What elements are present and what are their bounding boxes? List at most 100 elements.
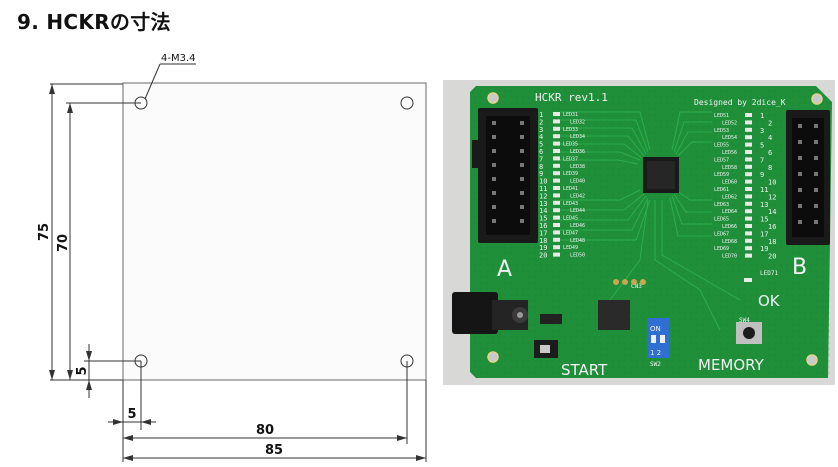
page-title: 9. HCKRの寸法 [17,10,171,34]
led-left-component [553,112,560,116]
ok-label: OK [758,292,781,310]
svg-text:LED71: LED71 [760,270,778,277]
led-right-component [745,238,752,243]
led-right-component [745,216,752,221]
led-left-label: LED48 [570,238,585,244]
led-left-component [553,223,560,227]
led-left-number: 3 [539,126,543,134]
led-right-component [745,179,752,184]
led-left-number: 14 [539,207,547,215]
led-right-number: 12 [768,193,776,201]
led-left-label: LED50 [570,253,585,259]
led-left-label: LED49 [563,245,578,251]
led-right-label: LED60 [722,180,737,186]
led-left-label: LED45 [563,216,578,222]
mounting-hole-top-right [400,96,414,110]
led-right-label: LED56 [722,150,737,156]
led-right-component [745,224,752,228]
led-right-component [745,187,752,191]
led-right-component [745,231,752,236]
led-left-number: 19 [539,244,547,252]
led-right-number: 19 [760,245,768,253]
led-right-component [745,150,752,154]
start-label: START [561,361,608,379]
led-left-number: 16 [539,222,547,230]
port-a-label: A [497,257,512,282]
led-right-component [745,194,752,199]
led-left-component [553,237,560,242]
led-left-label: LED38 [570,164,585,170]
led-right-component [745,142,752,147]
svg-text:1 2: 1 2 [650,349,661,357]
led-left-label: LED31 [563,112,578,118]
led-right-label: LED55 [714,143,729,149]
led-right-label: LED69 [714,246,729,252]
led-right-number: 8 [768,164,772,172]
led-right-component [745,172,752,177]
led-left-label: LED40 [570,179,585,185]
led-right-number: 14 [768,208,776,216]
led-right-label: LED66 [722,224,737,230]
led-left-number: 11 [539,185,547,193]
led-right-component [745,127,752,132]
led-right-number: 3 [760,127,764,135]
led-right-label: LED53 [714,128,729,134]
dim-width-inner: 80 [256,423,274,438]
dim-hole-offset-x: 5 [127,407,136,422]
led-left-number: 1 [539,111,543,119]
dim-height-outer: 75 [37,223,52,241]
led-left-label: LED46 [570,223,585,229]
led-left-component [553,200,560,205]
led-right-label: LED68 [722,239,737,245]
dim-hole-offset-y: 5 [75,366,90,375]
board-name: HCKR rev1.1 [535,91,608,104]
led-left-number: 10 [539,178,547,186]
svg-text:SW4: SW4 [739,317,750,324]
led-left-number: 20 [539,252,547,260]
led-right-number: 16 [768,223,776,231]
led-right-label: LED63 [714,202,729,208]
memory-label: MEMORY [698,356,765,374]
led-left-label: LED43 [563,201,578,207]
led-right-number: 18 [768,238,776,246]
led-right-number: 11 [760,186,768,194]
board-outline [122,82,427,381]
led-left-component [553,156,560,161]
led-left-label: LED47 [563,230,578,236]
led-left-component [553,215,560,220]
led-left-label: LED41 [563,186,578,192]
led-left-label: LED36 [570,149,585,155]
led-right-label: LED70 [722,254,737,260]
led-left-label: LED33 [563,127,578,133]
led-left-number: 18 [539,237,547,245]
led-right-label: LED57 [714,157,729,163]
led-left-number: 2 [539,118,543,126]
dip-switch [647,318,669,358]
led-left-component [553,171,560,176]
led-left-label: LED34 [570,134,585,140]
led-right-number: 15 [760,216,768,224]
led-right-number: 7 [760,156,764,164]
led-left-component [553,245,560,250]
dim-height-inner: 70 [56,234,71,252]
led-right-label: LED64 [722,209,737,215]
svg-text:SW2: SW2 [650,361,661,368]
led-right-number: 13 [760,201,768,209]
led-left-number: 12 [539,192,547,200]
led-right-label: LED54 [722,135,737,141]
led-right-number: 2 [768,119,772,127]
led-left-number: 17 [539,229,547,237]
led-right-number: 17 [760,230,768,238]
led-left-component [553,178,560,183]
led-left-component [553,230,560,235]
led-left-component [553,134,560,139]
led-left-number: 5 [539,141,543,149]
port-b-label: B [792,255,807,280]
led-right-number: 10 [768,179,776,187]
led-right-component [745,253,752,258]
led-left-component [553,149,560,153]
led-right-number: 5 [760,142,764,150]
